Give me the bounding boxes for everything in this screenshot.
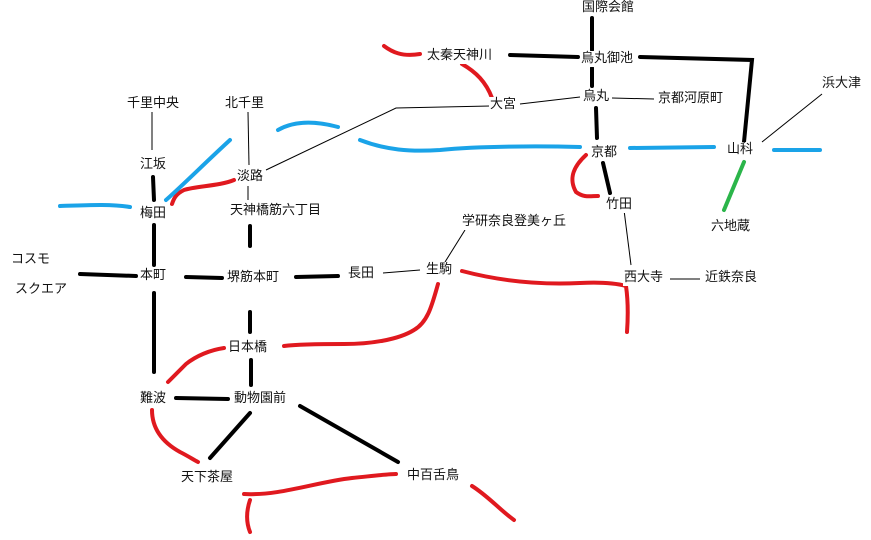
station-label-kintetsu-nara[interactable]: 近鉄奈良 (704, 270, 759, 286)
station-label-karasuma-oike[interactable]: 烏丸御池 (580, 51, 635, 67)
station-label-awaji[interactable]: 淡路 (236, 169, 265, 185)
line-karasuma-kyoto (594, 106, 599, 140)
station-label-sakaisuji-honmachi[interactable]: 堺筋本町 (226, 270, 281, 286)
station-label-dobutsuen-mae[interactable]: 動物園前 (233, 391, 288, 407)
station-label-cosmo-square-2[interactable]: スクエア (14, 282, 69, 298)
blue-fragment (276, 120, 340, 132)
red-ikoma-saidaiji (460, 269, 630, 334)
thin-karasuma-kawaramachi (611, 97, 655, 100)
red-lines (150, 44, 630, 534)
thin-awaji-omiya (265, 105, 491, 171)
station-label-saidaiji[interactable]: 西大寺 (623, 270, 665, 286)
station-label-tenjinbashisuji-6[interactable]: 天神橋筋六丁目 (229, 203, 323, 219)
station-label-esaka[interactable]: 江坂 (139, 157, 168, 173)
station-label-kita-senri[interactable]: 北千里 (224, 96, 266, 112)
station-label-nipponbashi[interactable]: 日本橋 (227, 340, 269, 356)
thin-omiya-karasuma (519, 96, 581, 105)
green-lines (722, 160, 746, 212)
station-label-cosmo-square-1[interactable]: コスモ (10, 252, 52, 268)
line-sakaisuji-nagata (294, 274, 340, 279)
line-dobutsuen-tengachaya (208, 411, 252, 460)
red-ikoma-nipponbashi (282, 282, 440, 348)
station-label-hamaotsu[interactable]: 浜大津 (821, 76, 863, 92)
thin-kitasenri-awaji (247, 111, 250, 166)
station-label-omiya[interactable]: 大宮 (489, 97, 518, 113)
blue-kyoto-west (358, 138, 582, 153)
station-label-uzumasa-tenjingawa[interactable]: 太秦天神川 (426, 48, 494, 64)
red-nakamozu-south (470, 484, 516, 522)
line-honmachi-sakaisuji (184, 275, 224, 280)
line-karasumaoike-yamashina (638, 55, 755, 144)
station-label-kyoto-kawaramachi[interactable]: 京都河原町 (657, 91, 725, 107)
line-dobutsuen-nakamozu (298, 404, 400, 464)
line-uzumasa-karasumaoike (508, 53, 580, 59)
thin-hamaotsu-yamashina (761, 93, 823, 143)
station-label-karasuma[interactable]: 烏丸 (582, 89, 611, 105)
red-tengachaya-nakamozu (242, 472, 398, 497)
station-label-nakamozu[interactable]: 中百舌鳥 (406, 468, 461, 484)
red-nipponbashi-namba (166, 346, 226, 384)
green-yamashina-rokujizo (722, 160, 746, 212)
thin-nagata-ikoma (382, 269, 421, 274)
line-namba-dobutsuen (174, 396, 230, 401)
red-kyoto-takeda (570, 153, 600, 199)
red-namba-tengachaya (150, 408, 200, 464)
blue-lines (58, 120, 822, 209)
thin-takeda-saidaiji (623, 209, 632, 266)
station-label-kokusai-kaikan[interactable]: 国際会館 (581, 0, 636, 16)
station-label-takeda[interactable]: 竹田 (605, 197, 634, 213)
red-arashiyama (382, 44, 422, 57)
blue-kobe-umeda (58, 203, 132, 209)
thin-gakken-ikoma (444, 229, 466, 263)
station-label-yamashina[interactable]: 山科 (726, 142, 755, 158)
station-label-kyoto[interactable]: 京都 (590, 145, 619, 161)
line-kyoto-takeda (601, 161, 612, 195)
station-label-ikoma[interactable]: 生駒 (425, 262, 454, 278)
station-label-namba[interactable]: 難波 (139, 391, 168, 407)
station-label-tengachaya[interactable]: 天下茶屋 (180, 470, 235, 486)
red-tengachaya-south (245, 498, 252, 534)
station-label-nagata[interactable]: 長田 (347, 266, 376, 282)
blue-kyoto-yamashina (628, 145, 716, 150)
blue-umeda-north (164, 138, 232, 202)
subway-lines (78, 16, 755, 464)
station-label-senri-chuo[interactable]: 千里中央 (126, 96, 181, 112)
line-cosmo-honmachi (78, 272, 138, 278)
station-label-honmachi[interactable]: 本町 (139, 268, 168, 284)
red-awaji-umeda (170, 178, 236, 206)
station-label-umeda[interactable]: 梅田 (139, 206, 168, 222)
line-esaka-umeda (151, 175, 156, 202)
red-uzumasa-omiya (460, 62, 494, 100)
station-label-rokujizo[interactable]: 六地蔵 (710, 219, 752, 235)
thin-lines (151, 93, 823, 280)
station-label-gakken-nara-tomigaoka[interactable]: 学研奈良登美ヶ丘 (461, 214, 568, 230)
